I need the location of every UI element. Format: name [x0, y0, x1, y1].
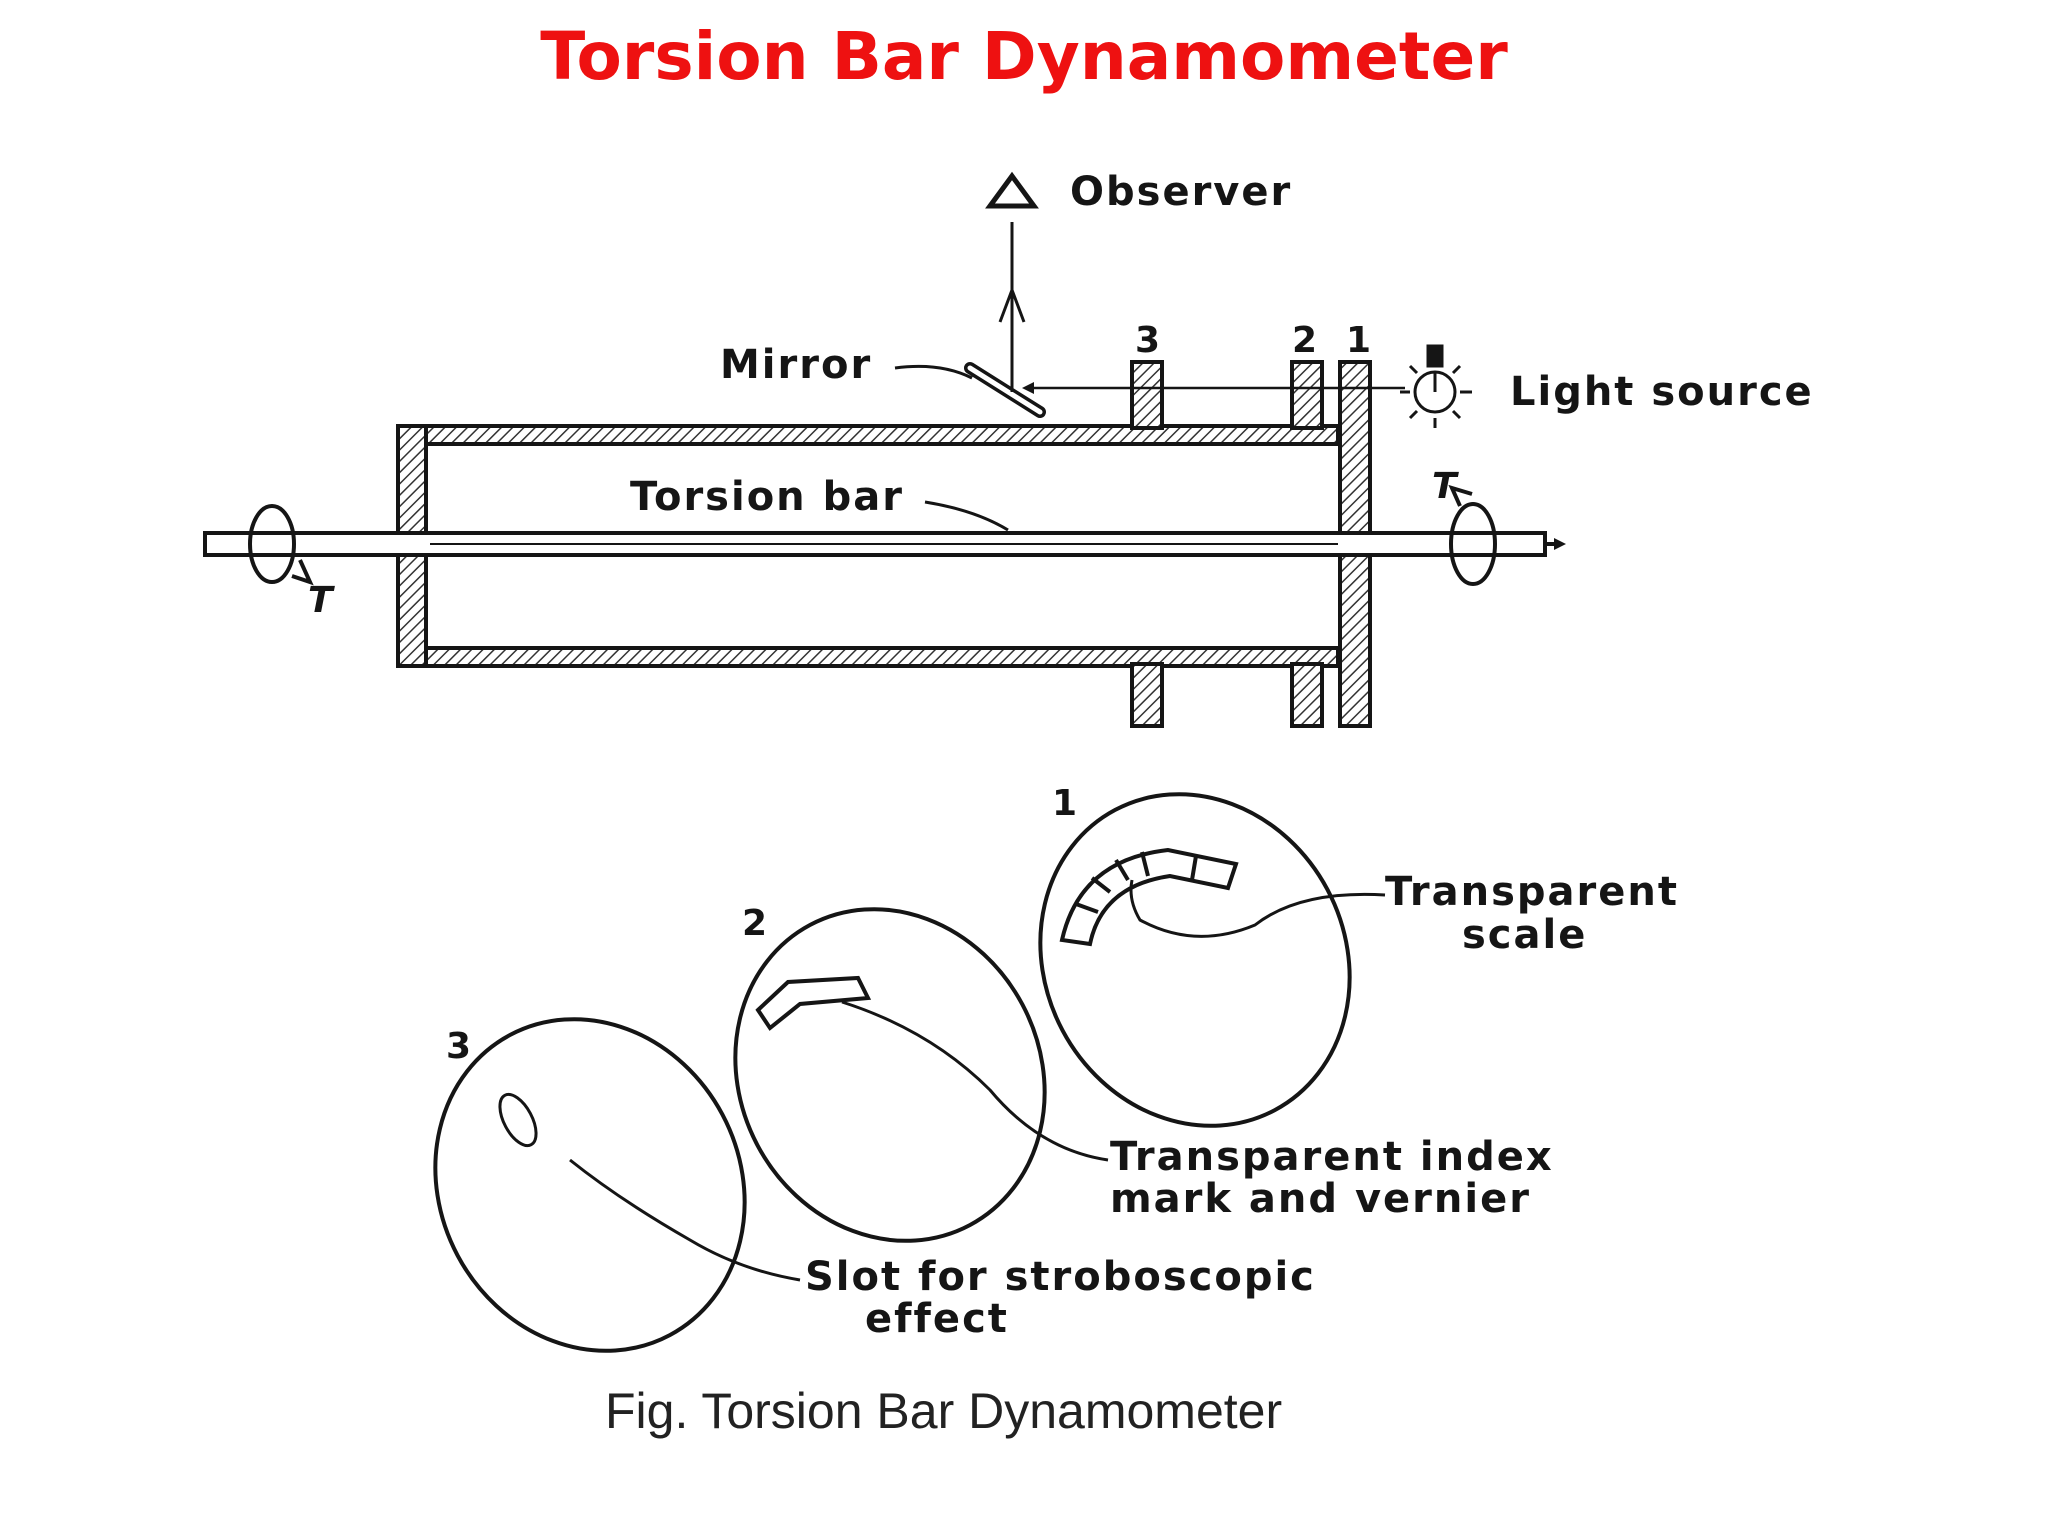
observer-eye-icon	[985, 171, 1039, 209]
disk-2-view	[733, 907, 1047, 1243]
disk-1-view	[1038, 792, 1352, 1128]
observer-label: Observer	[1070, 169, 1292, 215]
index-mark-leader-line	[841, 1000, 1109, 1162]
transparent-scale-leader-line	[1129, 879, 1386, 938]
slot-leader-line	[569, 1158, 801, 1282]
light-source-label: Light source	[1510, 369, 1814, 415]
transparent-scale-icon	[1059, 847, 1239, 947]
stroboscopic-slot	[498, 1092, 538, 1148]
torque-right-label: T	[1432, 466, 1459, 507]
torque-left-label: T	[308, 580, 335, 621]
slot-label-2: effect	[865, 1296, 1009, 1342]
observer-arrow-icon	[998, 285, 1026, 323]
index-mark-vernier	[755, 975, 872, 1031]
disk-2-flange-top	[1290, 360, 1324, 430]
slide-title: Torsion Bar Dynamometer	[540, 18, 1508, 95]
mirror-leader-line	[894, 364, 973, 380]
disk-2-view-number: 2	[742, 903, 767, 944]
torque-arrow-left-icon	[248, 504, 314, 586]
light-bulb-icon	[1400, 344, 1472, 428]
disk-2-flange-bottom	[1290, 662, 1324, 728]
disk-3-flange-top	[1130, 360, 1164, 430]
housing-bottom-wall	[396, 646, 1340, 668]
torsion-bar-leader-line	[924, 500, 1009, 532]
disk-3-view	[433, 1017, 747, 1353]
disk-3-number: 3	[1135, 320, 1160, 361]
disk-1-number: 1	[1346, 320, 1371, 361]
mirror-label: Mirror	[720, 342, 872, 388]
slot-label-1: Slot for stroboscopic	[805, 1254, 1316, 1300]
torque-arrow-right-icon	[1448, 484, 1497, 586]
disk-2-number: 2	[1292, 320, 1317, 361]
disk-flanges	[1130, 360, 1324, 728]
disk-3-view-number: 3	[446, 1026, 471, 1067]
disk-1-view-number: 1	[1052, 783, 1077, 824]
torsion-bar-shaft	[203, 531, 1547, 557]
torsion-bar-label: Torsion bar	[630, 474, 904, 520]
disk-3-flange-bottom	[1130, 662, 1164, 728]
index-mark-label-2: mark and vernier	[1110, 1176, 1531, 1222]
transparent-scale-label-1: Transparent	[1385, 869, 1679, 915]
index-mark-label-1: Transparent index	[1110, 1134, 1554, 1180]
mirror	[964, 362, 1046, 418]
transparent-scale-label-2: scale	[1462, 912, 1587, 958]
housing-top-wall	[396, 424, 1340, 446]
figure-caption: Fig. Torsion Bar Dynamometer	[605, 1383, 1282, 1439]
